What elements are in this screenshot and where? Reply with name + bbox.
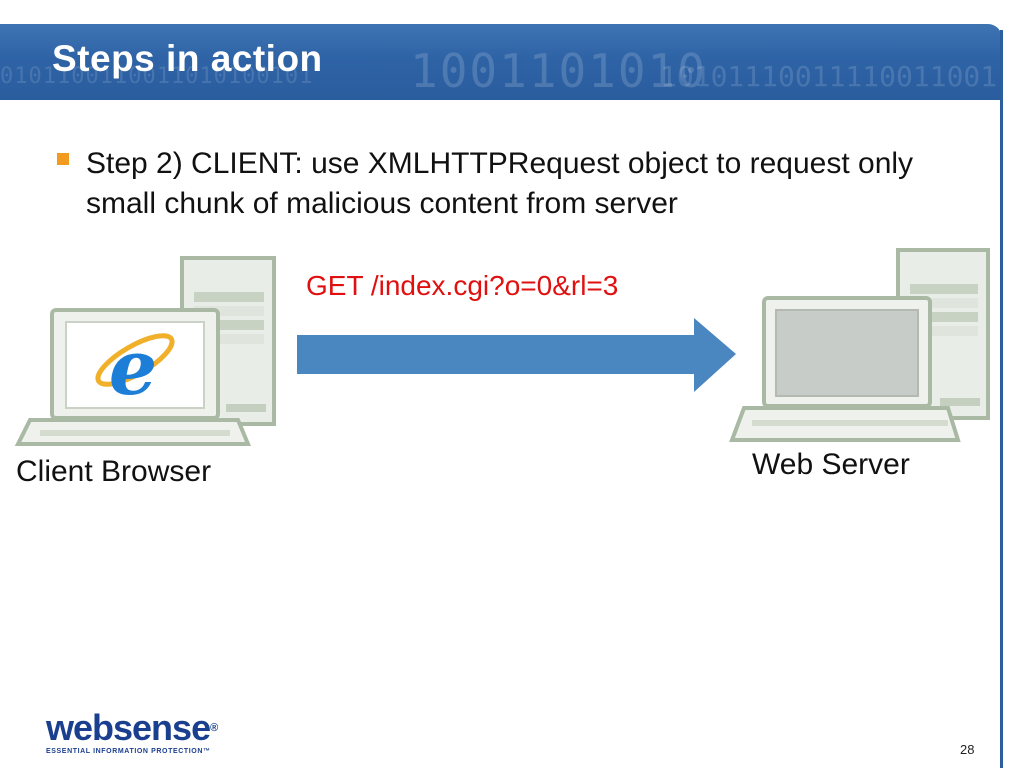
logo-tagline: ESSENTIAL INFORMATION PROTECTION™ — [46, 748, 211, 755]
internet-explorer-icon: e — [95, 323, 175, 412]
web-server-label: Web Server — [752, 448, 910, 481]
binary-pattern-large: 1001101010 — [410, 44, 707, 98]
right-border-rule — [1000, 30, 1003, 768]
server-laptop-icon — [729, 296, 961, 442]
request-label: GET /index.cgi?o=0&rl=3 — [306, 270, 619, 301]
client-browser-label: Client Browser — [16, 455, 212, 488]
client-laptop-icon — [14, 308, 251, 446]
logo-registered-mark: ® — [210, 722, 218, 734]
bullet-text: Step 2) CLIENT: use XMLHTTPRequest objec… — [86, 147, 914, 220]
logo-wordmark: websense® — [46, 707, 218, 748]
title-bar: 0101100110011010100101 1001101010 101011… — [0, 24, 1002, 100]
bullet-square-icon — [57, 153, 69, 165]
binary-pattern-small: 0101100110011010100101 — [0, 64, 314, 89]
request-arrow — [297, 318, 736, 392]
logo-word-sense: sense — [113, 707, 211, 748]
websense-logo: websense® ESSENTIAL INFORMATION PROTECTI… — [46, 707, 218, 756]
slide-title: Steps in action — [52, 38, 323, 79]
svg-text:e: e — [109, 323, 157, 412]
logo-word-web: web — [46, 707, 114, 748]
binary-background: 0101100110011010100101 1001101010 101011… — [0, 42, 1002, 100]
binary-pattern-tail: 10101110011110011001 — [660, 60, 998, 93]
page-number: 28 — [960, 742, 975, 757]
